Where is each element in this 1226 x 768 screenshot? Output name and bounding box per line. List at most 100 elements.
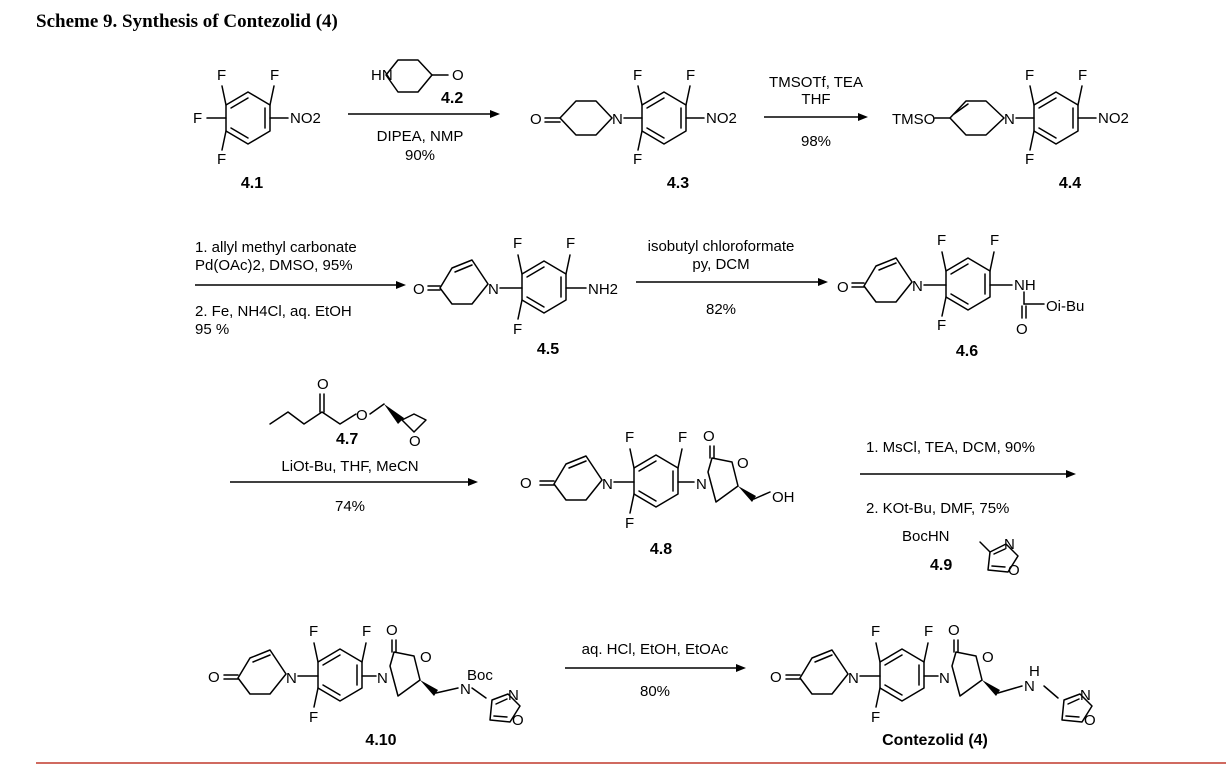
atom-f: F [217, 151, 226, 168]
compound-label-4-3: 4.3 [667, 175, 689, 192]
compound-label-4-10: 4.10 [365, 732, 396, 749]
atom-n: N [460, 681, 471, 698]
atom-o: O [948, 622, 960, 639]
atom-o: O [452, 67, 464, 84]
atom-no2: NO2 [1098, 110, 1129, 127]
compound-label-4-8: 4.8 [650, 541, 672, 558]
step-5-condition: LiOt-Bu, THF, MeCN [281, 458, 418, 475]
compound-label-4-5: 4.5 [537, 341, 559, 358]
atom-f: F [625, 429, 634, 446]
compound-label-4-4: 4.4 [1059, 175, 1081, 192]
atom-n: N [508, 687, 519, 704]
atom-f: F [1025, 67, 1034, 84]
compound-4-1-structure: F F F F NO2 [193, 67, 321, 168]
step-3-yield: 95 % [195, 321, 229, 338]
atom-f: F [270, 67, 279, 84]
atom-o: O [413, 281, 425, 298]
atom-f: F [924, 623, 933, 640]
atom-o: O [520, 475, 532, 492]
reaction-arrow-4 [636, 278, 828, 286]
compound-4-6-structure: O N F F F NH Oi-Bu O [837, 232, 1084, 338]
atom-f: F [937, 317, 946, 334]
atom-o: O [530, 111, 542, 128]
atom-nh2: NH2 [588, 281, 618, 298]
compound-label-4-9: 4.9 [930, 557, 952, 574]
atom-o: O [386, 622, 398, 639]
atom-f: F [678, 429, 687, 446]
atom-f: F [217, 67, 226, 84]
atom-boc: Boc [467, 667, 493, 684]
atom-f: F [937, 232, 946, 249]
compound-contezolid-structure: O N F F F N O O N H N O [770, 622, 1096, 729]
compound-4-7-structure: O O O [269, 376, 427, 450]
atom-n: N [1004, 111, 1015, 128]
atom-nh: NH [1014, 277, 1036, 294]
reaction-arrow-3 [195, 281, 406, 289]
atom-oh: OH [772, 489, 795, 506]
atom-f: F [309, 623, 318, 640]
atom-f: F [871, 623, 880, 640]
atom-o: O [409, 433, 421, 450]
atom-n: N [377, 670, 388, 687]
atom-f: F [566, 235, 575, 252]
scheme-title: Scheme 9. Synthesis of Contezolid (4) [36, 11, 338, 32]
atom-n: N [912, 278, 923, 295]
atom-n: N [939, 670, 950, 687]
compound-label-4-2: 4.2 [441, 90, 463, 107]
atom-f: F [513, 321, 522, 338]
atom-o: O [317, 376, 329, 393]
atom-f: F [362, 623, 371, 640]
atom-bochn: BocHN [902, 528, 950, 545]
atom-n: N [1024, 678, 1035, 695]
step-2-condition: TMSOTf, TEA [769, 74, 863, 91]
compound-4-10-structure: O N F F F N O O N Boc N O [208, 622, 524, 729]
reaction-arrow-5 [230, 478, 478, 486]
reaction-arrow-2 [764, 113, 868, 121]
atom-f: F [633, 151, 642, 168]
compound-4-2-structure: HN O [371, 59, 464, 93]
step-7-yield: 80% [640, 683, 670, 700]
atom-n: N [602, 476, 613, 493]
step-6-condition: 2. KOt-Bu, DMF, 75% [866, 500, 1009, 517]
step-1-yield: 90% [405, 147, 435, 164]
compound-label-4-1: 4.1 [241, 175, 263, 192]
step-3-condition: Pd(OAc)2, DMSO, 95% [195, 257, 353, 274]
atom-f: F [990, 232, 999, 249]
step-2-condition: THF [801, 91, 830, 108]
atom-o: O [1016, 321, 1028, 338]
compound-label-contezolid: Contezolid (4) [882, 732, 988, 749]
atom-o: O [703, 428, 715, 445]
atom-o: O [982, 649, 994, 666]
reaction-arrow-7 [565, 664, 746, 672]
step-3-condition: 2. Fe, NH4Cl, aq. EtOH [195, 303, 352, 320]
atom-f: F [1025, 151, 1034, 168]
atom-n: N [612, 111, 623, 128]
compound-4-9-structure: BocHN N O [902, 528, 1020, 579]
atom-no2: NO2 [290, 110, 321, 127]
step-6-condition: 1. MsCl, TEA, DCM, 90% [866, 439, 1035, 456]
atom-o: O [356, 407, 368, 424]
atom-o: O [1084, 712, 1096, 729]
atom-f: F [871, 709, 880, 726]
atom-o: O [737, 455, 749, 472]
step-4-condition: py, DCM [692, 256, 749, 273]
atom-n: N [848, 670, 859, 687]
step-4-condition: isobutyl chloroformate [648, 238, 795, 255]
atom-o: O [1008, 562, 1020, 579]
atom-n: N [1080, 687, 1091, 704]
atom-no2: NO2 [706, 110, 737, 127]
atom-n: N [696, 476, 707, 493]
atom-oi-bu: Oi-Bu [1046, 298, 1084, 315]
step-2-yield: 98% [801, 133, 831, 150]
atom-o: O [420, 649, 432, 666]
step-3-condition: 1. allyl methyl carbonate [195, 239, 357, 256]
step-7-condition: aq. HCl, EtOH, EtOAc [582, 641, 729, 658]
compound-4-5-structure: O N F F F NH2 [413, 235, 618, 338]
step-1-condition: DIPEA, NMP [377, 128, 464, 145]
atom-n: N [488, 281, 499, 298]
atom-tmso: TMSO [892, 111, 935, 128]
atom-f: F [309, 709, 318, 726]
step-5-yield: 74% [335, 498, 365, 515]
compound-4-4-structure: TMSO N F F F NO2 [892, 67, 1129, 168]
